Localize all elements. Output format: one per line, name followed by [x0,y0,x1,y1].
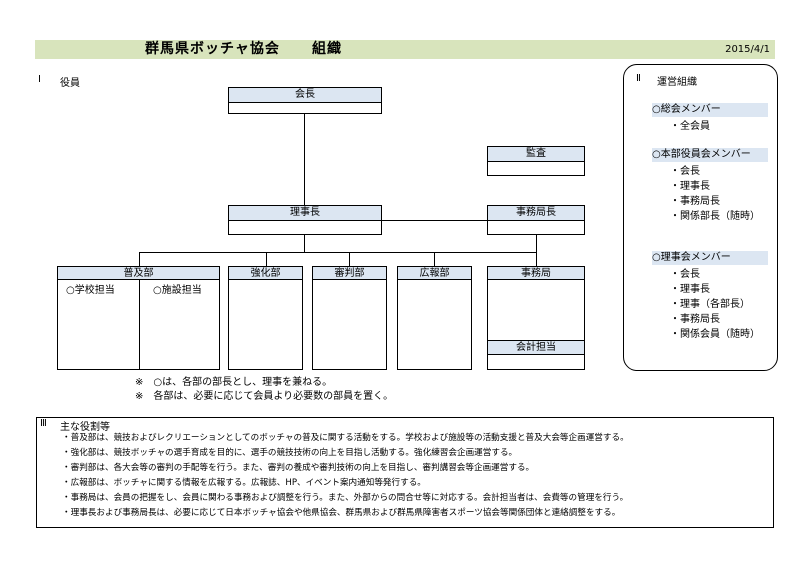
group-honbu-item-2: ・事務局長 [670,196,720,207]
connector-kaicho-rijicho [304,103,305,209]
connector-depts-horizontal [139,252,536,253]
kansa-box-body [487,161,585,176]
page-title: 群馬県ボッチャ協会 [145,41,280,57]
kohobu-box-body [397,279,472,370]
jimukyoku-box: 事務局 [487,266,585,280]
note-2: ※ 各部は、必要に応じて会員より必要数の部員を置く。 [135,391,394,402]
title-bar [35,40,775,59]
jimukyokucho-box: 事務局長 [487,205,585,221]
kaikei-box: 会計担当 [487,340,585,355]
group-rijikai-item-2: ・理事（各部長） [670,299,750,310]
connector-jimukyoku [536,235,537,267]
section3-numeral: Ⅲ [40,418,47,429]
connector-fukyubu [139,252,140,267]
group-honbu-item-0: ・会長 [670,166,700,177]
section2-box [623,64,778,371]
kyokabu-box: 強化部 [228,266,303,280]
group-sokai-item-0: ・全会員 [670,121,710,132]
rijicho-box-body [228,220,382,235]
rijicho-label: 理事長 [290,207,320,218]
section1-label: 役員 [60,78,80,89]
group-honbu-item-3: ・関係部長（随時） [670,211,760,222]
kyokabu-box-body [228,279,303,370]
group-rijikai-title: ○理事会メンバー [652,251,768,265]
kansa-label: 監査 [526,148,546,159]
kohobu-label: 広報部 [419,268,450,279]
kaikei-box-body [487,354,585,370]
connector-rijicho-down [304,235,305,253]
jimukyoku-box-body [487,279,585,341]
connector-rijicho-jimukyokucho [382,220,488,221]
group-rijikai-item-3: ・事務局長 [670,314,720,325]
page-title-suffix: 組織 [312,41,342,57]
kaikei-label: 会計担当 [516,342,556,353]
group-honbu-item-1: ・理事長 [670,181,710,192]
fukyubu-box: 普及部 [57,266,220,280]
section3-box [36,417,774,528]
section1-numeral: Ⅰ [38,74,41,85]
role-line-rijicho: ・理事長および事務局長は、必要に応じて日本ボッチャ協会や他県協会、群馬県および群… [62,508,621,518]
note-1: ※ ○は、各部の部長とし、理事を兼ねる。 [135,377,333,388]
group-sokai-title: ○総会メンバー [652,103,768,117]
shinpanbu-box-body [312,279,387,370]
kaicho-label: 会長 [295,89,315,100]
group-rijikai-item-1: ・理事長 [670,284,710,295]
shinpanbu-box: 審判部 [312,266,387,280]
role-line-shinpanbu: ・審判部は、各大会等の審判の手配等を行う。また、審判の養成や審判技術の向上を目指… [62,463,535,473]
rijicho-box: 理事長 [228,205,382,221]
kaicho-box-body [228,102,382,114]
fukyubu-label: 普及部 [123,268,154,279]
role-line-fukyubu: ・普及部は、競技およびレクリエーションとしてのボッチャの普及に関する活動をする。… [62,433,629,443]
group-honbu-title: ○本部役員会メンバー [652,148,768,162]
kyokabu-label: 強化部 [250,268,281,279]
role-line-kyokabu: ・強化部は、競技ボッチャの選手育成を目的に、選手の競技技術の向上を目指し活動する… [62,448,518,458]
connector-shinpanbu [349,252,350,267]
jimukyoku-label: 事務局 [521,268,551,279]
section3-label: 主な役割等 [60,422,110,433]
gakko-label: ○学校担当 [66,285,115,296]
connector-kyokabu [266,252,267,267]
jimukyokucho-box-body [487,220,585,235]
connector-kohobu [434,252,435,267]
fukyubu-gakko-box: ○学校担当 [57,279,140,370]
section2-label: 運営組織 [657,77,697,88]
group-rijikai-item-0: ・会長 [670,269,700,280]
document-date: 2015/4/1 [725,44,770,55]
role-line-kohobu: ・広報部は、ボッチャに関する情報を広報する。広報誌、HP、イベント案内通知等発行… [62,478,426,488]
jimukyokucho-label: 事務局長 [516,207,556,218]
shisetsu-label: ○施設担当 [153,285,202,296]
kaicho-box: 会長 [228,87,382,103]
kohobu-box: 広報部 [397,266,472,280]
section2-numeral: Ⅱ [636,73,641,84]
role-line-jimukyoku: ・事務局は、会員の把握をし、会員に関わる事務および調整を行う。また、外部からの問… [62,493,629,503]
fukyubu-shisetsu-box: ○施設担当 [139,279,220,370]
group-rijikai-item-4: ・関係会員（随時） [670,329,760,340]
kansa-box: 監査 [487,146,585,162]
shinpanbu-label: 審判部 [334,268,365,279]
